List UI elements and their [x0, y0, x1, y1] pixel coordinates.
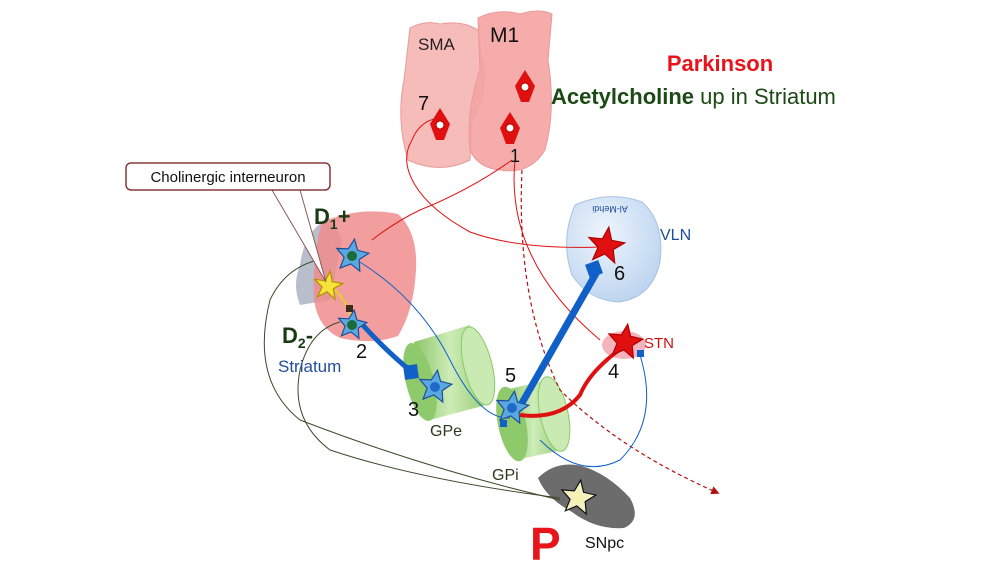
m1-region — [468, 10, 553, 172]
striatum-label: Striatum — [278, 357, 341, 376]
neuron-7 — [430, 108, 450, 140]
gpi-label: GPi — [492, 467, 519, 484]
neuron-3-star — [418, 368, 454, 404]
neuron-number-6: 6 — [614, 263, 625, 285]
neuron-d1-star — [335, 237, 371, 273]
cholinergic-star-nucleus — [323, 281, 333, 291]
striatum-region — [313, 211, 417, 342]
gpi-vln-path — [514, 268, 602, 412]
gpe-label: GPe — [430, 423, 462, 440]
neuron-number-2: 2 — [356, 341, 367, 363]
cortex-block — [400, 10, 553, 172]
neuron-6-star — [587, 225, 627, 265]
d1-sign: + — [338, 204, 351, 229]
neuron-1 — [500, 112, 520, 144]
cortex-stn-path — [513, 159, 601, 341]
gpi-terminal — [500, 420, 507, 427]
pathways — [263, 117, 720, 501]
sma-label: SMA — [418, 35, 456, 54]
d2-main: D — [282, 323, 298, 348]
neuron-5-star-nucleus — [507, 403, 517, 413]
neuron-2-star — [337, 308, 369, 340]
watermark-label: Al-Mehdi — [592, 204, 628, 214]
cholinergic-callout: Cholinergic interneuron — [125, 162, 331, 283]
stn-gpi-path — [539, 354, 648, 468]
d2-receptor-label: D2- — [282, 323, 313, 351]
snpc-striatum-path-2 — [297, 321, 561, 499]
d1-sub: 1 — [330, 216, 338, 232]
d2-sign: - — [306, 323, 313, 348]
neuron-number-5: 5 — [505, 365, 516, 387]
parkinson-p-marker: P — [530, 518, 561, 563]
stn-label: STN — [644, 335, 674, 352]
direct-pathway — [359, 261, 511, 419]
neuron-5-star — [495, 389, 531, 425]
neuron-4-star-nucleus — [620, 337, 630, 347]
stn-gpi-excitatory — [519, 343, 628, 418]
neuron-number-4: 4 — [608, 361, 619, 383]
vln-label: VLN — [660, 227, 691, 244]
vln-cortex-loop — [406, 117, 601, 248]
snpc-star-nucleus — [573, 493, 583, 503]
transmitter-word: Acetylcholine — [551, 84, 694, 109]
descending-output-path — [520, 169, 720, 495]
d1-main: D — [314, 204, 330, 229]
neuron-d1-star-nucleus — [347, 251, 357, 261]
stn-terminal — [637, 350, 644, 357]
neuron-2-star-nucleus — [347, 320, 357, 330]
snpc-striatum-path-1 — [263, 259, 561, 501]
neuron-m1-top — [515, 70, 535, 102]
transmitter-title: Acetylcholine up in Striatum — [551, 84, 836, 109]
transmitter-rest: up in Striatum — [694, 84, 836, 109]
snpc-label: SNpc — [585, 535, 624, 552]
cortex-striatum-path — [371, 159, 513, 241]
neuron-6-star-nucleus — [601, 241, 611, 251]
cholinergic-star — [312, 269, 345, 301]
d1-receptor-label: D1+ — [314, 204, 351, 232]
neuron-number-1: 1 — [510, 146, 520, 166]
striatum-terminal — [346, 305, 353, 312]
snpc-star — [560, 478, 598, 516]
neuron-number-3: 3 — [408, 399, 419, 421]
m1-label: M1 — [490, 24, 519, 47]
neuron-3-star-nucleus — [430, 382, 440, 392]
neuron-4-star — [607, 322, 645, 360]
d2-sub: 2 — [298, 335, 306, 351]
vln-terminal — [585, 260, 603, 278]
neuron-number-7: 7 — [418, 93, 429, 115]
gpe-terminal — [403, 364, 419, 380]
condition-title: Parkinson — [667, 51, 773, 76]
callout-text: Cholinergic interneuron — [150, 169, 305, 186]
callout-box — [125, 162, 331, 191]
